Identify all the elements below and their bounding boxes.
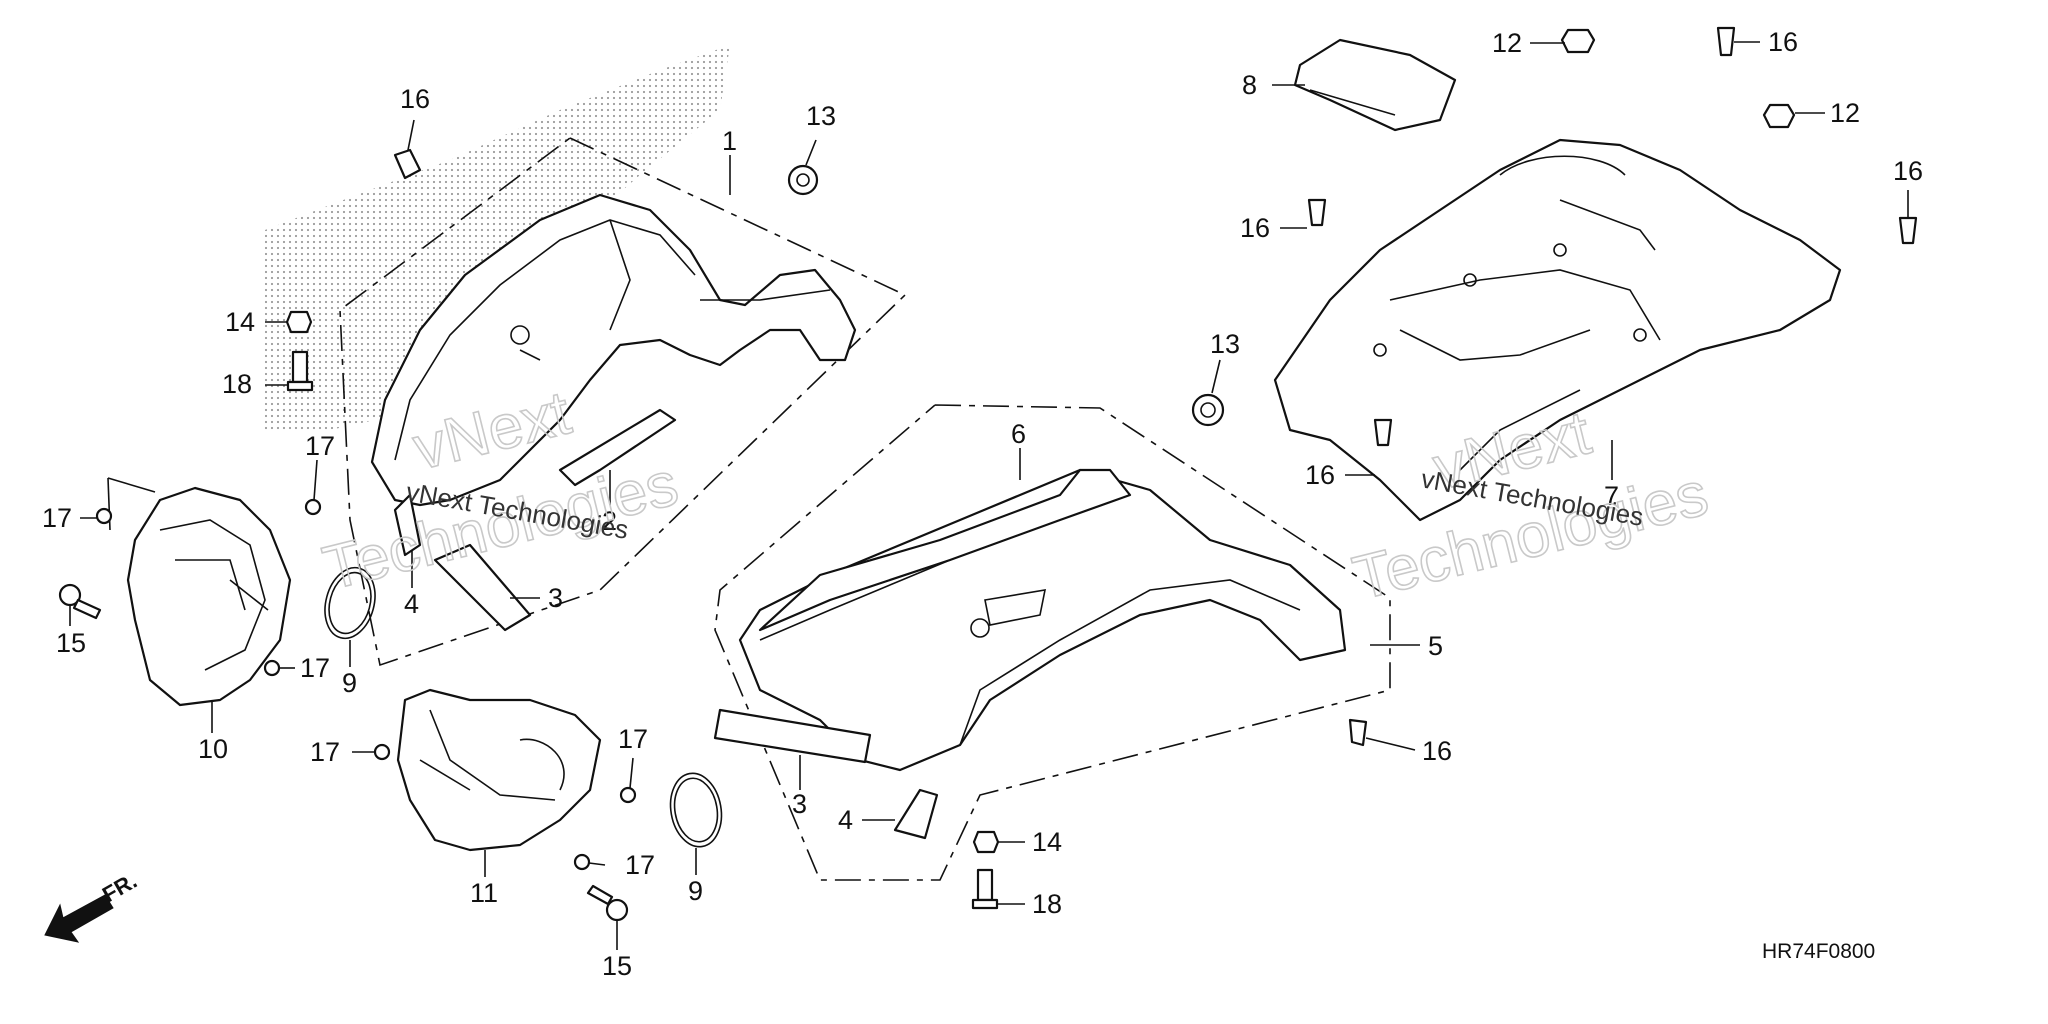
part-8-cover bbox=[1293, 38, 1457, 132]
fastener-13-middle bbox=[1191, 393, 1225, 427]
callout-3-front: 3 bbox=[548, 583, 563, 613]
part-3-strip-middle bbox=[713, 708, 872, 764]
callout-labels: 1 2 3 3 4 4 5 6 7 8 9 9 10 11 12 12 13 1… bbox=[42, 27, 1923, 981]
part-5-grommet-hole bbox=[970, 618, 990, 638]
callout-18-left: 18 bbox=[222, 369, 252, 399]
callout-4-middle: 4 bbox=[838, 805, 853, 835]
fastener-18-middle bbox=[971, 868, 999, 910]
callout-16-f: 16 bbox=[1893, 156, 1923, 186]
callout-15-left: 15 bbox=[56, 628, 86, 658]
group-dash-middle-fender bbox=[714, 404, 1391, 881]
callout-16-c: 16 bbox=[1305, 460, 1335, 490]
stipple-frame-area bbox=[265, 45, 730, 430]
part-7-grommet-1 bbox=[1373, 343, 1387, 357]
part-7-grommet-3 bbox=[1553, 243, 1567, 257]
front-direction-indicator: FR. bbox=[44, 868, 141, 943]
part-1-front-fender-edge bbox=[394, 219, 831, 461]
callout-16-d: 16 bbox=[1422, 736, 1452, 766]
part-7-rear-fender bbox=[1273, 138, 1842, 522]
group-dash-front-fender bbox=[339, 137, 907, 667]
callout-12-right: 12 bbox=[1830, 98, 1860, 128]
callout-13-left: 13 bbox=[806, 101, 836, 131]
part-9-ring-right-inner bbox=[673, 777, 719, 843]
fastener-16-clips bbox=[393, 26, 1918, 747]
callout-17-b: 17 bbox=[305, 431, 335, 461]
callout-14-middle: 14 bbox=[1032, 827, 1062, 857]
part-4-clip bbox=[393, 493, 422, 557]
part-4-clip-middle bbox=[893, 788, 939, 840]
part-9-ring-left bbox=[324, 566, 376, 640]
callout-7: 7 bbox=[1604, 481, 1619, 511]
part-9-ring-right bbox=[669, 772, 723, 848]
part-8-cover-edge bbox=[1309, 89, 1396, 116]
callout-17-e: 17 bbox=[618, 724, 648, 754]
fastener-15-left bbox=[58, 583, 102, 620]
callout-10: 10 bbox=[198, 734, 228, 764]
callout-9-left: 9 bbox=[342, 668, 357, 698]
part-7-grommet-2 bbox=[1463, 273, 1477, 287]
callout-8: 8 bbox=[1242, 70, 1257, 100]
part-9-ring-left-inner bbox=[328, 571, 372, 635]
callout-17-d: 17 bbox=[310, 737, 340, 767]
callout-12-top: 12 bbox=[1492, 28, 1522, 58]
callout-14-left: 14 bbox=[225, 307, 255, 337]
fastener-13-left bbox=[787, 164, 819, 196]
callout-11: 11 bbox=[470, 878, 498, 908]
part-7-grommet-4 bbox=[1633, 328, 1647, 342]
part-10-housing-left bbox=[126, 486, 292, 707]
part-3-strip bbox=[433, 543, 532, 632]
part-5-middle-fender bbox=[738, 468, 1347, 772]
part-1-grommet-hole bbox=[510, 325, 530, 345]
callout-18-middle: 18 bbox=[1032, 889, 1062, 919]
diagram-code: HR74F0800 bbox=[1762, 940, 1875, 963]
part-11-housing-right bbox=[396, 688, 602, 852]
callout-13-middle: 13 bbox=[1210, 329, 1240, 359]
callout-1: 1 bbox=[722, 126, 737, 156]
callout-3-middle: 3 bbox=[792, 789, 807, 819]
callout-17-a: 17 bbox=[42, 503, 72, 533]
front-arrow-icon bbox=[44, 894, 114, 943]
callout-16-b: 16 bbox=[1240, 213, 1270, 243]
callout-9-right: 9 bbox=[688, 876, 703, 906]
leader-lines bbox=[69, 41, 1909, 950]
callout-4-front: 4 bbox=[404, 589, 419, 619]
fastener-12-top bbox=[1560, 28, 1596, 54]
callout-16-e: 16 bbox=[1768, 27, 1798, 57]
fastener-18-left bbox=[286, 350, 314, 392]
fastener-12-right bbox=[1762, 103, 1796, 129]
part-1-front-fender bbox=[370, 193, 857, 507]
callout-15-bottom: 15 bbox=[602, 951, 632, 981]
fastener-14-middle bbox=[972, 830, 1000, 854]
part-6-bracket bbox=[758, 468, 1132, 632]
callout-5: 5 bbox=[1428, 631, 1443, 661]
part-10-housing-detail bbox=[159, 519, 269, 671]
fastener-15-bottom bbox=[586, 884, 629, 922]
part-10-leader-box-2 bbox=[107, 477, 156, 493]
callout-17-c: 17 bbox=[300, 653, 330, 683]
callout-2: 2 bbox=[602, 506, 617, 536]
callout-6: 6 bbox=[1011, 419, 1026, 449]
fastener-14-left bbox=[285, 310, 313, 334]
callout-16-a: 16 bbox=[400, 84, 430, 114]
part-7-rear-fender-detail bbox=[1389, 155, 1661, 471]
part-11-housing-detail bbox=[419, 709, 565, 801]
callout-17-f: 17 bbox=[625, 850, 655, 880]
part-2-bracket bbox=[558, 408, 677, 487]
